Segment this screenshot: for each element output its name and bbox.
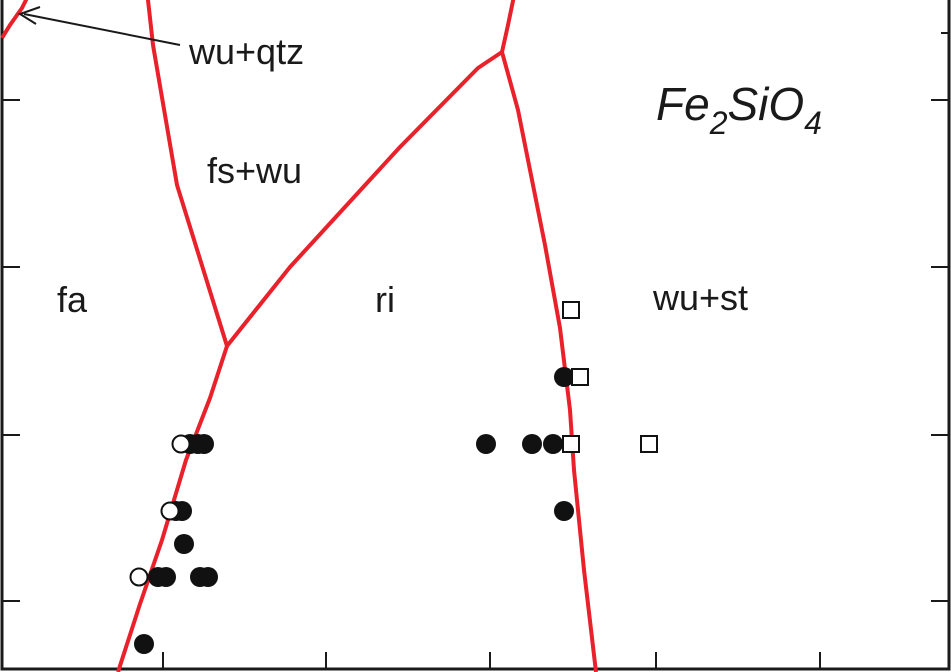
open-square-marker: [640, 435, 658, 453]
filled-circle-marker: [174, 534, 194, 554]
boundary-ri-wust: [500, 51, 598, 672]
open-square-marker: [562, 435, 580, 453]
field-label-ri: ri: [375, 279, 395, 320]
title-fe: Fe: [656, 78, 710, 130]
arrow-head: [17, 6, 41, 25]
data-markers: [129, 301, 658, 654]
filled-circle-marker: [554, 501, 574, 521]
chart-title: Fe2SiO4: [656, 78, 822, 141]
boundary-wuqtz: [0, 0, 29, 40]
filled-circle-marker: [134, 634, 154, 654]
field-label-fs-wu: fs+wu: [207, 150, 302, 191]
open-circle-marker: [129, 567, 149, 587]
open-square-marker: [562, 301, 580, 319]
field-label-wu-st: wu+st: [652, 277, 748, 318]
boundary-fa-fswu: [145, 0, 229, 347]
filled-circle-marker: [554, 367, 574, 387]
field-label-wu-qtz: wu+qtz: [188, 31, 304, 72]
axis-ticks: [2, 32, 949, 669]
title-sub-2: 2: [709, 105, 728, 141]
open-circle-marker: [160, 501, 180, 521]
boundary-upper-stub: [500, 0, 516, 53]
boundary-fa-ri: [116, 345, 229, 672]
arrow-shaft: [23, 13, 181, 46]
filled-circle-marker: [522, 434, 542, 454]
title-sio: SiO: [727, 78, 804, 130]
boundary-fswu-ri: [225, 50, 504, 348]
filled-circle-marker: [198, 567, 218, 587]
title-sub-4: 4: [804, 105, 822, 141]
filled-circle-marker: [476, 434, 496, 454]
wu-qtz-arrow: [17, 6, 181, 46]
filled-circle-marker: [156, 567, 176, 587]
open-square-marker: [571, 368, 589, 386]
field-label-fa: fa: [57, 279, 88, 320]
open-circle-marker: [171, 434, 191, 454]
phase-boundaries: [0, 0, 598, 672]
filled-circle-marker: [194, 434, 214, 454]
filled-circle-marker: [543, 434, 563, 454]
